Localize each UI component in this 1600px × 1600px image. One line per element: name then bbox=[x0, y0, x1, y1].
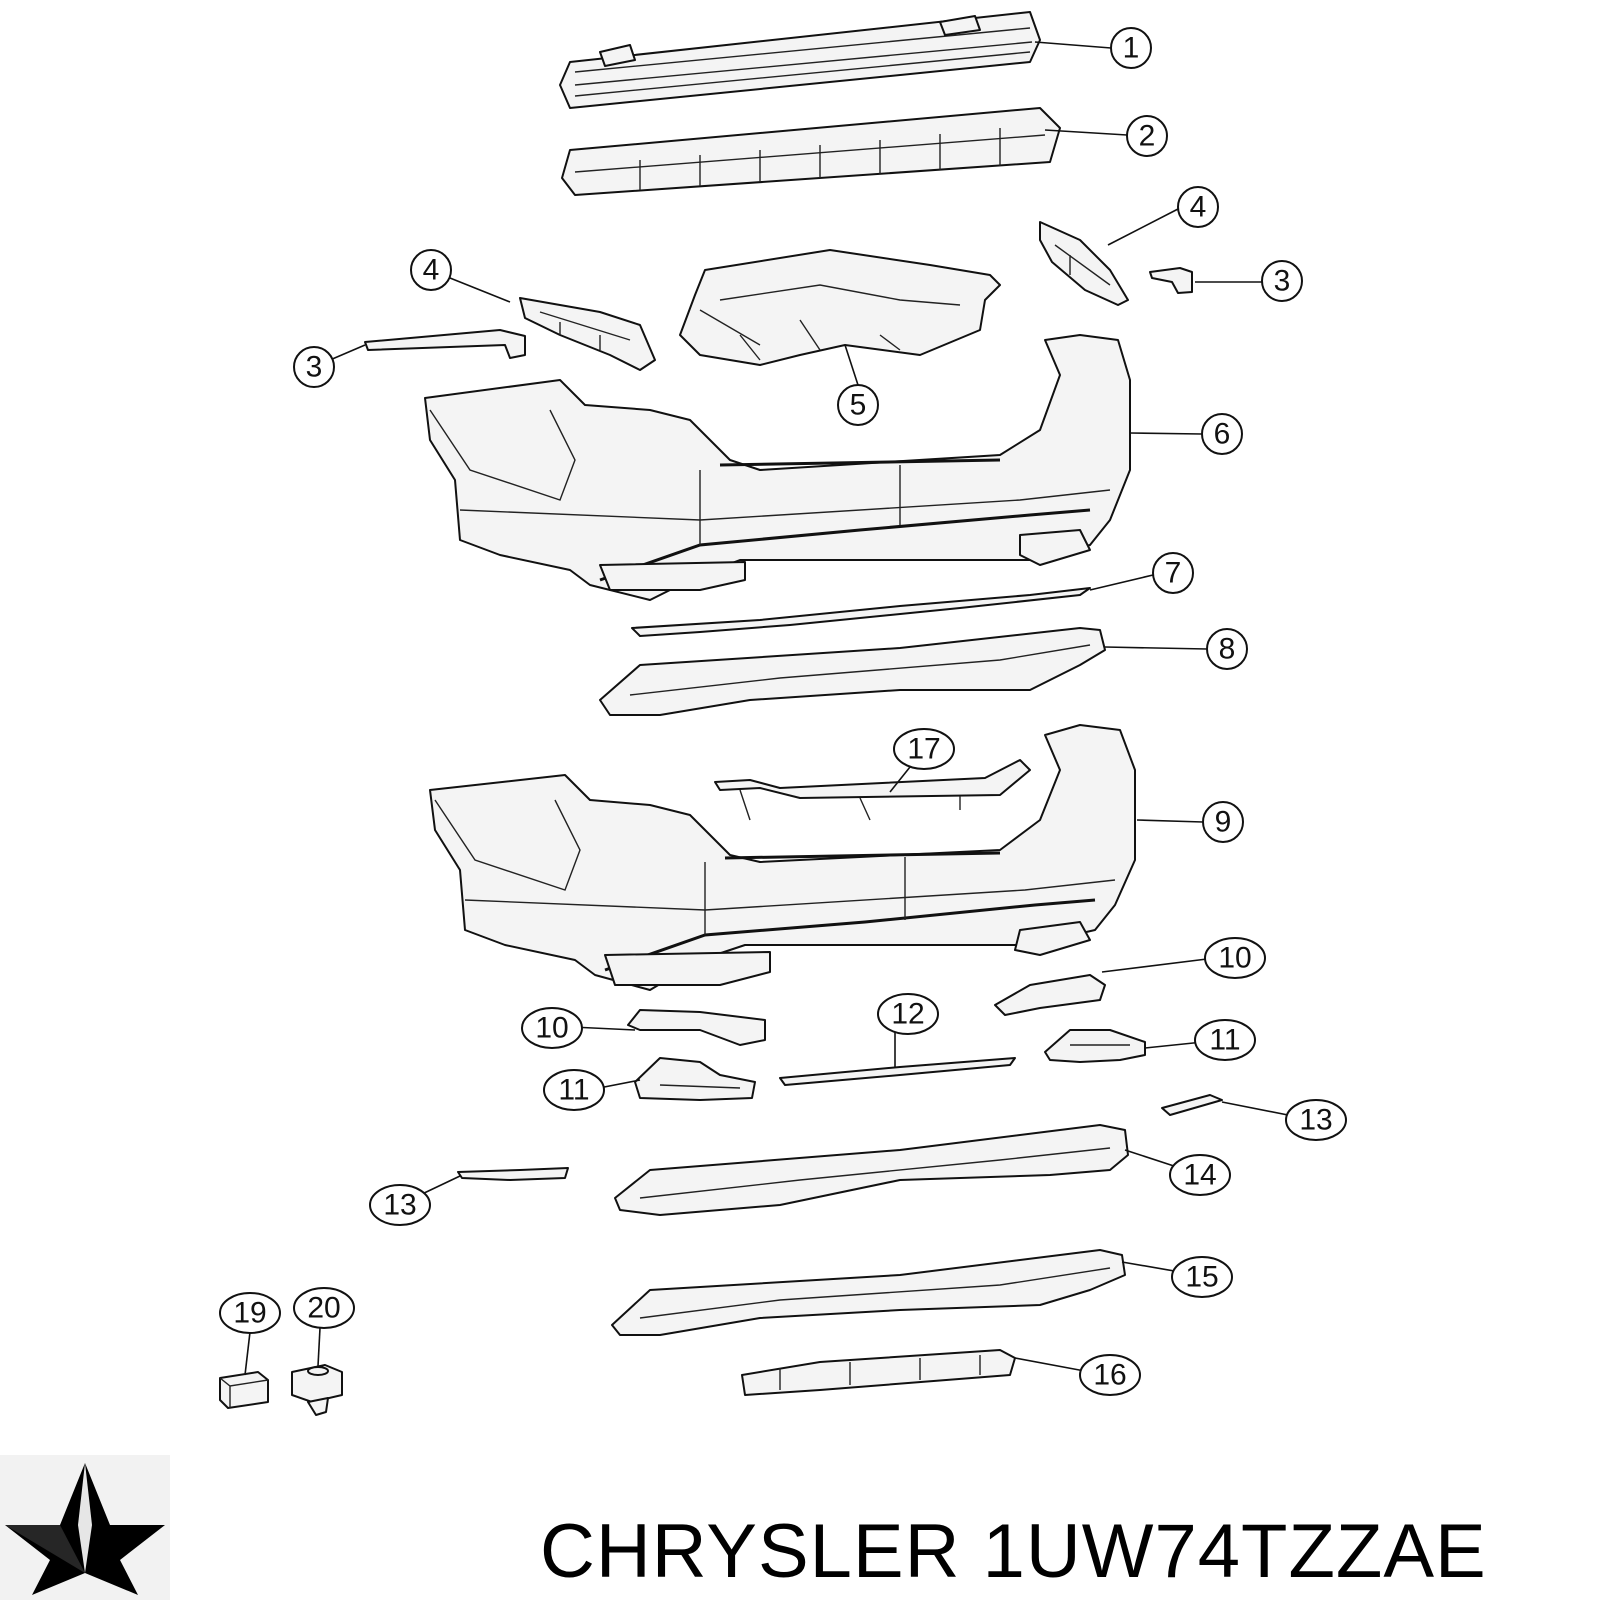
part-13-right-reflector bbox=[1161, 1094, 1223, 1116]
callout-4: 4 bbox=[410, 249, 452, 291]
leader-lines bbox=[244, 41, 1299, 1376]
part-16-absorber bbox=[741, 1349, 1016, 1396]
svg-text:6: 6 bbox=[1214, 418, 1231, 451]
part-19-block bbox=[219, 1371, 269, 1409]
svg-text:5: 5 bbox=[850, 389, 867, 422]
svg-text:7: 7 bbox=[1165, 557, 1182, 590]
callout-9: 9 bbox=[1202, 801, 1244, 843]
part-10-left-bracket bbox=[627, 1009, 766, 1046]
part-4-right-bracket bbox=[1039, 221, 1129, 306]
svg-text:16: 16 bbox=[1093, 1359, 1126, 1392]
callout-12: 12 bbox=[877, 993, 939, 1035]
part-8-valance bbox=[599, 627, 1106, 716]
svg-text:14: 14 bbox=[1183, 1159, 1216, 1192]
callout-19: 19 bbox=[219, 1292, 281, 1334]
part-11-right-bezel bbox=[1044, 1029, 1146, 1063]
svg-text:3: 3 bbox=[1274, 265, 1291, 298]
callout-13: 13 bbox=[1285, 1099, 1347, 1141]
svg-text:15: 15 bbox=[1185, 1261, 1218, 1294]
part-3-left-strip bbox=[364, 329, 526, 359]
svg-text:4: 4 bbox=[1190, 191, 1207, 224]
callout-6: 6 bbox=[1201, 413, 1243, 455]
svg-text:9: 9 bbox=[1215, 806, 1232, 839]
callout-11: 11 bbox=[543, 1069, 605, 1111]
svg-text:17: 17 bbox=[907, 733, 940, 766]
page-title: CHRYSLER 1UW74TZZAE bbox=[540, 1509, 1487, 1594]
callout-1: 1 bbox=[1110, 27, 1152, 69]
svg-text:19: 19 bbox=[233, 1297, 266, 1330]
part-15-valance bbox=[611, 1249, 1126, 1336]
callout-7: 7 bbox=[1152, 552, 1194, 594]
callout-2: 2 bbox=[1126, 115, 1168, 157]
svg-text:12: 12 bbox=[891, 998, 924, 1031]
callout-20: 20 bbox=[293, 1287, 355, 1329]
part-3-right-clip bbox=[1149, 267, 1193, 294]
callout-3: 3 bbox=[1261, 260, 1303, 302]
callout-14: 14 bbox=[1169, 1154, 1231, 1196]
svg-text:13: 13 bbox=[1299, 1104, 1332, 1137]
part-13-left-reflector bbox=[457, 1167, 569, 1181]
callout-8: 8 bbox=[1206, 628, 1248, 670]
callout-10: 10 bbox=[1204, 937, 1266, 979]
svg-text:20: 20 bbox=[307, 1292, 340, 1325]
part-1-reinforcement bbox=[559, 11, 1041, 109]
part-4-left-bracket bbox=[519, 297, 656, 371]
part-2-absorber bbox=[561, 107, 1061, 196]
svg-text:10: 10 bbox=[535, 1012, 568, 1045]
svg-text:1: 1 bbox=[1123, 32, 1140, 65]
svg-text:11: 11 bbox=[1209, 1024, 1240, 1057]
callout-10: 10 bbox=[521, 1007, 583, 1049]
callout-16: 16 bbox=[1079, 1354, 1141, 1396]
part-12-trim-strip bbox=[779, 1057, 1016, 1086]
callout-4: 4 bbox=[1177, 186, 1219, 228]
part-10-right-bracket bbox=[994, 974, 1106, 1016]
callout-3: 3 bbox=[293, 346, 335, 388]
svg-text:10: 10 bbox=[1218, 942, 1251, 975]
svg-text:13: 13 bbox=[383, 1189, 416, 1222]
part-11-left-bezel bbox=[634, 1057, 756, 1101]
callout-13: 13 bbox=[369, 1184, 431, 1226]
svg-text:4: 4 bbox=[423, 254, 440, 287]
part-6-fascia bbox=[424, 334, 1131, 601]
callout-15: 15 bbox=[1171, 1256, 1233, 1298]
part-5-center-support bbox=[679, 249, 1001, 366]
svg-text:2: 2 bbox=[1139, 120, 1156, 153]
svg-text:11: 11 bbox=[558, 1074, 589, 1107]
callout-5: 5 bbox=[837, 384, 879, 426]
callout-11: 11 bbox=[1194, 1019, 1256, 1061]
part-14-valance bbox=[614, 1124, 1129, 1216]
part-7-trim-strip bbox=[631, 587, 1091, 637]
part-17-bracket bbox=[714, 759, 1031, 821]
chrysler-pentastar-logo bbox=[0, 1455, 170, 1600]
svg-text:8: 8 bbox=[1219, 633, 1236, 666]
part-9-fascia bbox=[429, 724, 1136, 991]
svg-text:3: 3 bbox=[306, 351, 323, 384]
part-20-clip bbox=[291, 1364, 343, 1416]
callout-17: 17 bbox=[893, 728, 955, 770]
